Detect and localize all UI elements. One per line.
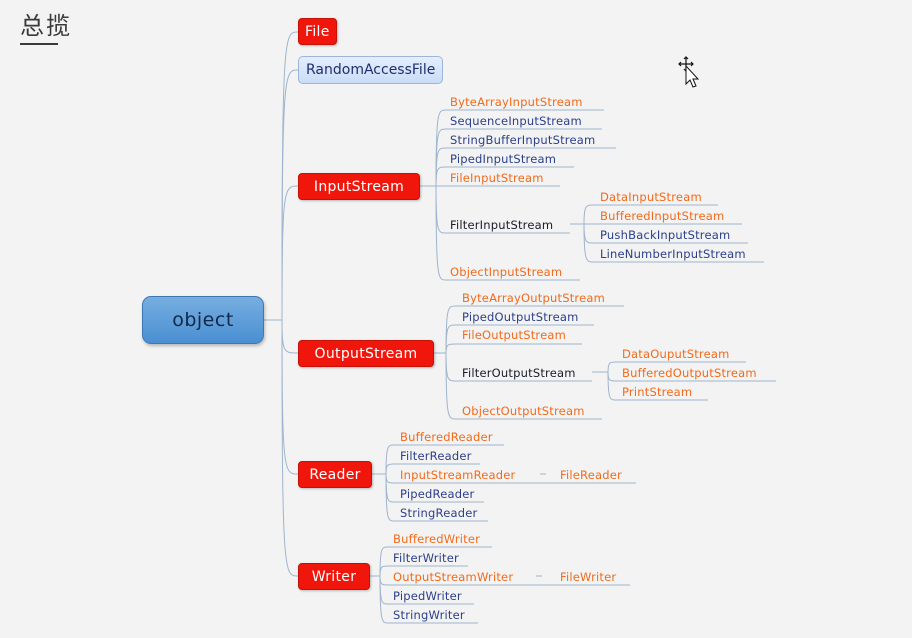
leaf-filter-input-stream[interactable]: FilterInputStream [450,218,554,232]
node-file[interactable]: File [298,18,337,45]
leaf-buffered-input-stream[interactable]: BufferedInputStream [600,209,725,223]
leaf-line-number-input-stream[interactable]: LineNumberInputStream [600,247,746,261]
leaf-buffered-output-stream[interactable]: BufferedOutputStream [622,366,757,380]
leaf-print-stream[interactable]: PrintStream [622,385,693,399]
leaf-input-stream-reader[interactable]: InputStreamReader [400,468,516,482]
node-reader[interactable]: Reader [298,461,372,488]
leaf-piped-writer[interactable]: PipedWriter [393,589,462,603]
leaf-push-back-input-stream[interactable]: PushBackInputStream [600,228,731,242]
leaf-file-writer[interactable]: FileWriter [560,570,617,584]
leaf-filter-reader[interactable]: FilterReader [400,449,472,463]
leaf-byte-array-input-stream[interactable]: ByteArrayInputStream [450,95,583,109]
leaf-piped-output-stream[interactable]: PipedOutputStream [462,310,579,324]
leaf-string-reader[interactable]: StringReader [400,506,478,520]
leaf-object-input-stream[interactable]: ObjectInputStream [450,265,563,279]
leaf-filter-writer[interactable]: FilterWriter [393,551,459,565]
leaf-filter-output-stream[interactable]: FilterOutputStream [462,366,576,380]
leaf-file-reader[interactable]: FileReader [560,468,622,482]
leaf-piped-reader[interactable]: PipedReader [400,487,475,501]
leaf-piped-input-stream[interactable]: PipedInputStream [450,152,557,166]
node-input-stream[interactable]: InputStream [298,173,420,200]
node-output-stream[interactable]: OutputStream [298,340,434,367]
leaf-output-stream-writer[interactable]: OutputStreamWriter [393,570,514,584]
root-node-object[interactable]: object [142,296,264,344]
leaf-string-buffer-input-stream[interactable]: StringBufferInputStream [450,133,596,147]
leaf-object-output-stream[interactable]: ObjectOutputStream [462,404,585,418]
leaf-buffered-writer[interactable]: BufferedWriter [393,532,481,546]
title-underline [20,43,58,45]
move-cursor-icon [678,56,700,88]
leaf-string-writer[interactable]: StringWriter [393,608,465,622]
leaf-buffered-reader[interactable]: BufferedReader [400,430,493,444]
leaf-file-output-stream[interactable]: FileOutputStream [462,328,566,342]
leaf-file-input-stream[interactable]: FileInputStream [450,171,544,185]
leaf-data-input-stream[interactable]: DataInputStream [600,190,702,204]
node-writer[interactable]: Writer [298,563,370,590]
leaf-data-ouput-stream[interactable]: DataOuputStream [622,347,730,361]
leaf-sequence-input-stream[interactable]: SequenceInputStream [450,114,582,128]
leaf-byte-array-output-stream[interactable]: ByteArrayOutputStream [462,291,606,305]
page-title: 总揽 [20,12,72,40]
node-random-access-file[interactable]: RandomAccessFile [298,56,444,84]
